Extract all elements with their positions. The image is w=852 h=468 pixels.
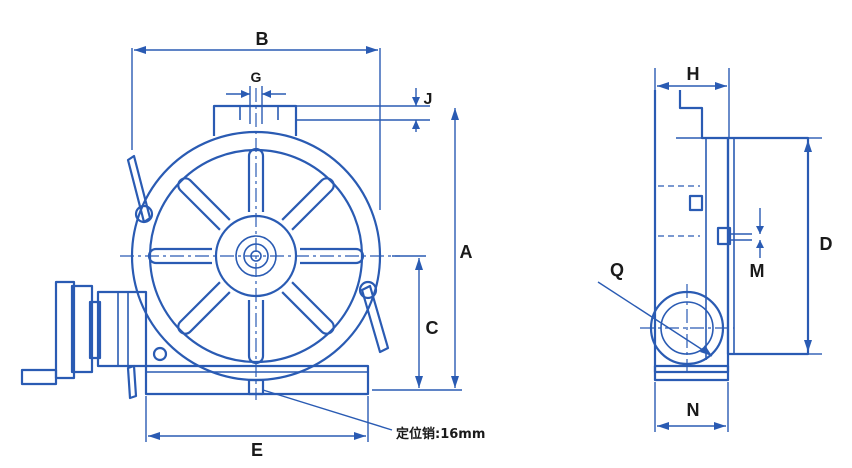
label-A: A bbox=[460, 242, 473, 262]
label-C: C bbox=[426, 318, 439, 338]
label-N: N bbox=[687, 400, 700, 420]
label-D: D bbox=[820, 234, 833, 254]
t-slot bbox=[281, 177, 335, 231]
locating-pin bbox=[247, 378, 265, 396]
label-G: G bbox=[251, 69, 262, 85]
label-M: M bbox=[750, 261, 765, 281]
handwheel-assembly bbox=[20, 280, 168, 400]
side-dimensions bbox=[597, 68, 822, 432]
left-clamp-lever bbox=[126, 154, 154, 224]
side-view bbox=[640, 90, 810, 382]
front-dimensions bbox=[131, 46, 462, 442]
housing-outline bbox=[212, 104, 298, 136]
locating-pin-note: 定位销:16mm bbox=[395, 426, 485, 442]
label-E: E bbox=[251, 440, 263, 460]
front-view bbox=[20, 88, 400, 431]
label-J: J bbox=[424, 91, 433, 108]
label-H: H bbox=[687, 64, 700, 84]
t-slot bbox=[177, 177, 231, 231]
t-slot bbox=[281, 281, 335, 335]
label-B: B bbox=[256, 29, 269, 49]
right-clamp-lever bbox=[358, 280, 390, 354]
t-slot bbox=[177, 281, 231, 335]
label-Q: Q bbox=[610, 260, 624, 280]
